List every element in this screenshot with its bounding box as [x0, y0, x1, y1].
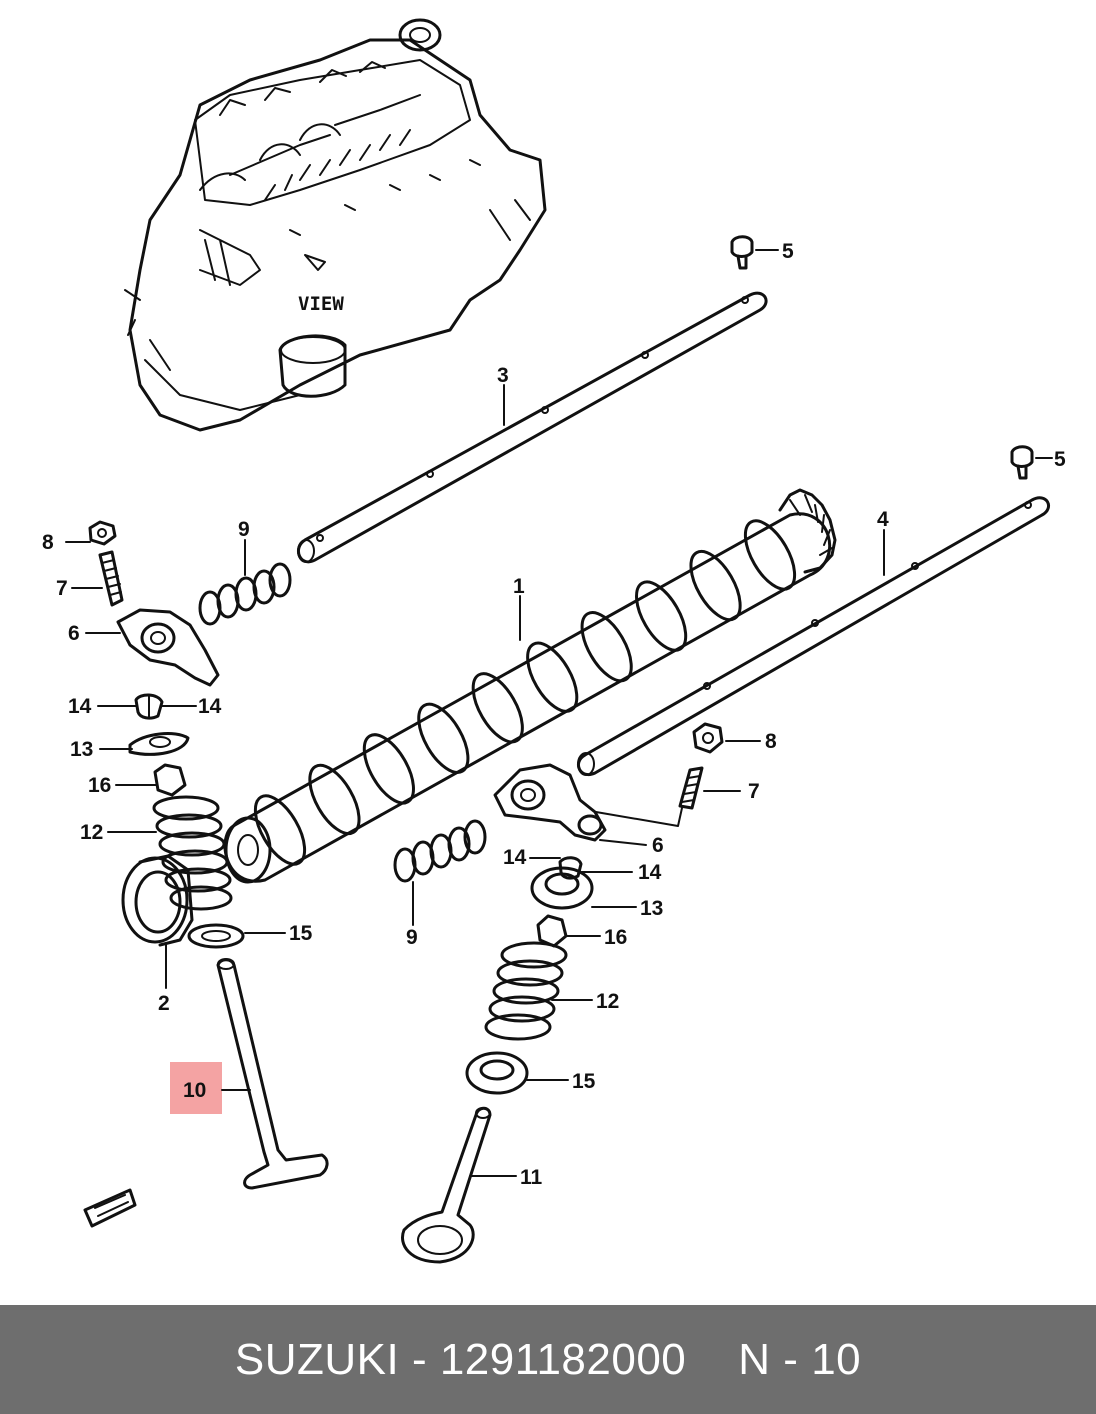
stem-seal-16-left — [153, 763, 187, 797]
bolt-5-top — [730, 235, 754, 270]
cam-lobe — [308, 763, 361, 836]
valve-11 — [401, 1106, 492, 1264]
cam-lobe — [689, 549, 742, 622]
callout-13-right: 13 — [640, 897, 663, 920]
callout-1: 1 — [513, 575, 525, 598]
callout-5-top: 5 — [782, 240, 794, 263]
callout-10: 10 — [183, 1079, 206, 1102]
ref-number: 10 — [811, 1334, 862, 1384]
callout-14-right-a: 14 — [503, 846, 527, 869]
callout-2: 2 — [158, 992, 170, 1015]
view-label: VIEW — [298, 293, 344, 315]
spring-9-right — [393, 819, 487, 883]
brand-name: SUZUKI — [234, 1334, 400, 1384]
rocker-arm-6-right — [493, 763, 607, 842]
nut-8-left — [88, 520, 117, 546]
exploded-view-svg: VIEW — [42, 18, 1066, 1264]
leader-lines — [65, 249, 1053, 1177]
engine-head-illustration: VIEW — [124, 18, 547, 432]
cotter-14-left — [134, 693, 164, 720]
cam-lobe — [471, 672, 524, 744]
adjusting-screw-7-right — [678, 766, 704, 810]
footer-separator: - — [411, 1334, 428, 1384]
highlight-part-10 — [170, 1062, 222, 1114]
retainer-13-left — [128, 732, 190, 756]
callout-7-right: 7 — [748, 780, 760, 803]
cam-lobe — [362, 733, 415, 805]
callout-9-left: 9 — [238, 518, 250, 541]
washer-15-right — [465, 1051, 529, 1095]
cam-lobe — [743, 519, 797, 591]
callout-8-left: 8 — [42, 531, 54, 554]
part-number: 1291182000 — [439, 1334, 687, 1384]
rocker-shaft-3 — [297, 291, 768, 564]
callout-13-left: 13 — [70, 738, 93, 761]
nut-8-right — [692, 722, 724, 754]
callout-3: 3 — [497, 364, 509, 387]
spring-9-left — [198, 562, 292, 626]
callout-6-right: 6 — [652, 834, 664, 857]
rocker-shaft-4 — [577, 496, 1050, 777]
valve-10 — [216, 958, 329, 1190]
callout-11: 11 — [520, 1166, 543, 1189]
callout-5-right: 5 — [1054, 448, 1066, 471]
callout-16-right: 16 — [604, 926, 627, 949]
footer-caption: SUZUKI - 1291182000 N - 10 — [0, 1305, 1096, 1414]
cam-lobe — [580, 611, 633, 683]
callout-14-left-b: 14 — [198, 695, 222, 718]
callout-labels: 5 5 3 4 1 9 8 7 6 14 14 13 16 12 2 15 10… — [42, 240, 1066, 1189]
callout-6-left: 6 — [68, 622, 80, 645]
callout-9-right: 9 — [406, 926, 418, 949]
retainer-13-right — [530, 866, 594, 910]
callout-16-left: 16 — [88, 774, 111, 797]
cam-lobe — [417, 702, 470, 774]
bolt-5-right — [1010, 445, 1034, 480]
callout-12-right: 12 — [596, 990, 619, 1013]
camshaft-1 — [223, 488, 837, 884]
cam-lobe — [253, 794, 307, 866]
callout-15-left: 15 — [289, 922, 313, 945]
callout-14-right-b: 14 — [638, 861, 662, 884]
seal-2 — [121, 854, 194, 947]
valve-spring-12-right — [484, 941, 568, 1041]
cam-lobe — [635, 580, 688, 652]
callout-7-left: 7 — [56, 577, 68, 600]
parts-diagram: VIEW — [42, 18, 1066, 1264]
ref-prefix: N — [738, 1334, 771, 1384]
washer-15-left — [187, 923, 245, 949]
callout-14-left-a: 14 — [68, 695, 92, 718]
ref-separator: - — [783, 1334, 799, 1384]
adjusting-screw-7-left — [98, 550, 124, 607]
cam-lobe — [526, 641, 579, 713]
callout-15-right: 15 — [572, 1070, 596, 1093]
stem-seal-16-right — [536, 914, 568, 948]
rocker-arm-6-left — [116, 608, 220, 687]
callout-12-left: 12 — [80, 821, 103, 844]
front-arrow-icon — [83, 1188, 137, 1228]
valve-spring-12-left — [152, 795, 233, 911]
callout-8-right: 8 — [765, 730, 777, 753]
callout-4: 4 — [877, 508, 889, 531]
